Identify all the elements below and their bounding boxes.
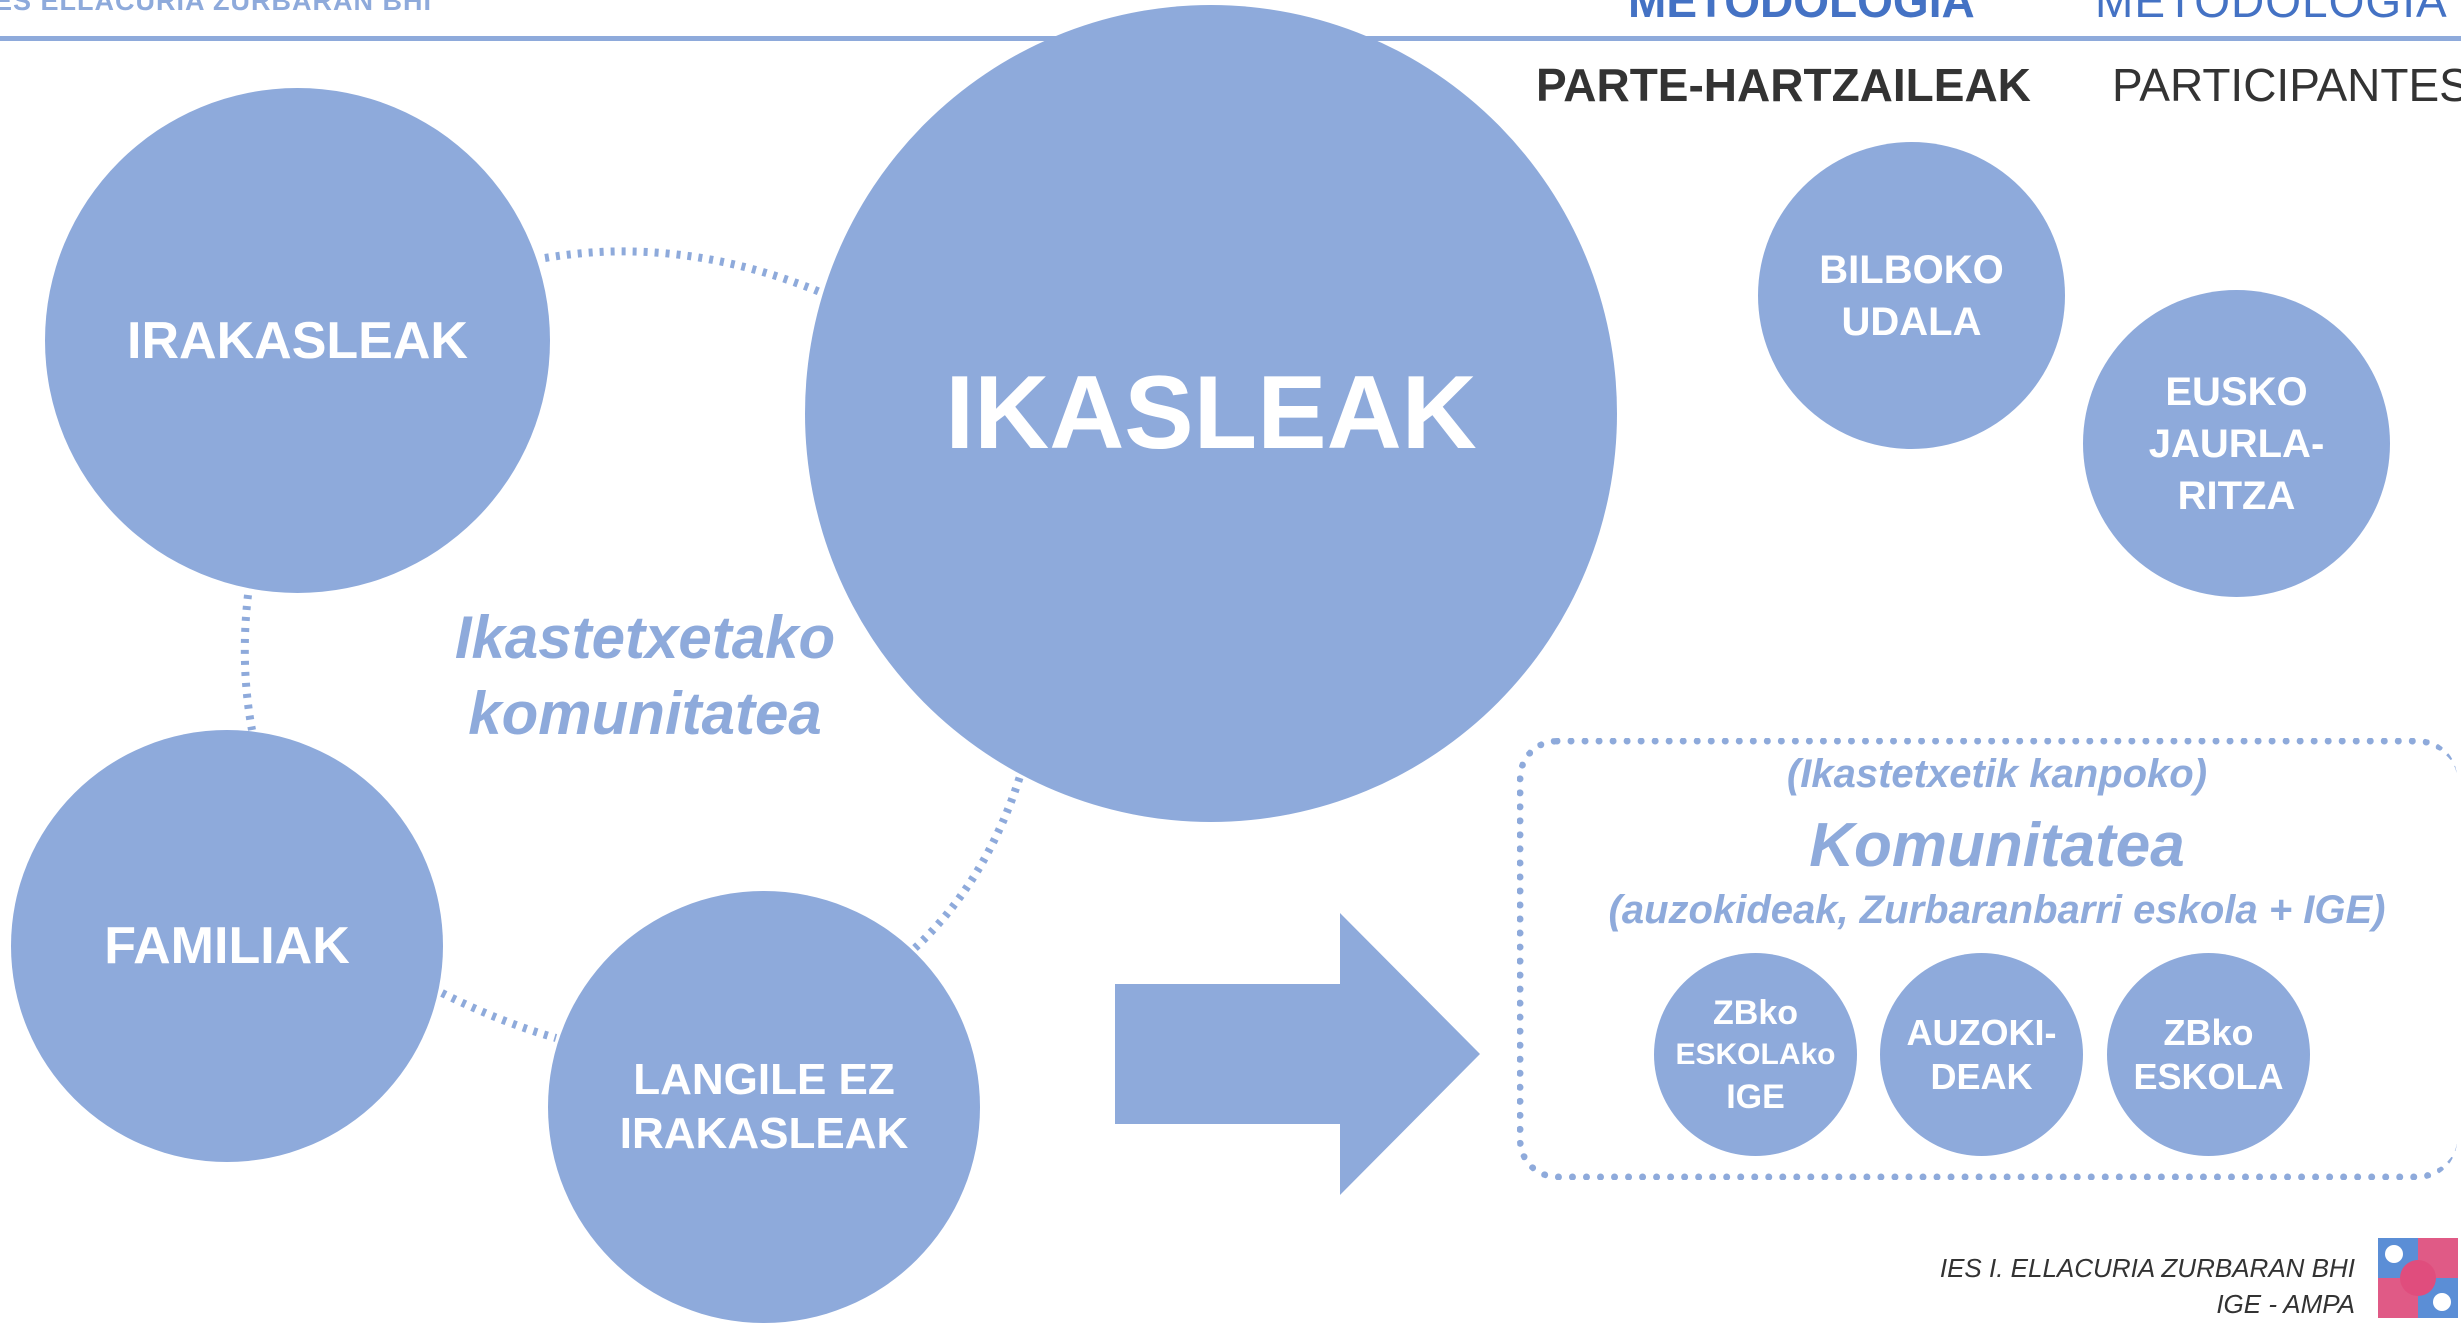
footer-line1: IES I. ELLACURIA ZURBARAN BHI (1939, 1253, 2355, 1283)
node-bilboko-line2: UDALA (1841, 299, 1982, 344)
node-eusko-line2: JAURLA- (2148, 421, 2325, 466)
footer-line2: IGE - AMPA (2216, 1289, 2355, 1319)
section-title-eu: METODOLOGIA (1628, 0, 1975, 27)
node-zbko-eskola-line2: ESKOLA (2133, 1055, 2284, 1097)
node-eusko-jaurlaritza: EUSKO JAURLA- RITZA (2083, 290, 2390, 597)
outer-community-title-line1: (Ikastetxetik kanpoko) (1786, 752, 2208, 796)
connector-irakasleak-ikasleak (544, 247, 822, 296)
outer-community-box (1517, 738, 2457, 1180)
node-zbko-eskolako-ige: ZBko ESKOLAko IGE (1654, 953, 1857, 1156)
inner-community-label: Ikastetxetako komunitatea (420, 600, 870, 752)
connector-irakasleak-familiak (240, 594, 256, 731)
node-eusko-line1: EUSKO (2165, 369, 2308, 414)
subtitle-eu: PARTE-HARTZAILEAK (1536, 59, 2031, 111)
node-auzokideak-line1: AUZOKI- (1906, 1011, 2057, 1053)
node-langile-ez-irakasleak: LANGILE EZ IRAKASLEAK (548, 891, 980, 1323)
node-langile-label-line1: LANGILE EZ (633, 1055, 895, 1104)
school-header: ES ELLACURIA ZURBARAN BHI (0, 0, 432, 16)
node-familiak-label: FAMILIAK (104, 917, 350, 975)
node-auzokideak: AUZOKI- DEAK (1880, 953, 2083, 1156)
inner-community-label-line1: Ikastetxetako (454, 604, 836, 671)
node-zbko-ige-line2: ESKOLAko (1675, 1037, 1836, 1071)
node-zbko-ige-line3: IGE (1726, 1077, 1785, 1116)
subtitle-es: PARTICIPANTES (2112, 59, 2461, 111)
node-bilboko-udala: BILBOKO UDALA (1758, 142, 2065, 449)
node-familiak: FAMILIAK (11, 730, 443, 1162)
outer-community-title-line3: (auzokideak, Zurbaranbarri eskola + IGE) (1608, 888, 2386, 932)
arrow-to-outer-community (1115, 913, 1480, 1195)
node-langile-label-line2: IRAKASLEAK (619, 1109, 909, 1158)
section-title-es: METODOLOGÍA (2095, 0, 2448, 27)
footer-credits: IES I. ELLACURIA ZURBARAN BHI IGE - AMPA (1940, 1250, 2355, 1322)
node-eusko-line3: RITZA (2177, 473, 2296, 518)
connector-familiak-langile (440, 989, 558, 1042)
node-ikasleak: IKASLEAK (805, 5, 1617, 822)
connector-langile-ikasleak (912, 768, 1026, 951)
node-zbko-ige-line1: ZBko (1713, 993, 1798, 1032)
node-zbko-eskola-line1: ZBko (2163, 1011, 2254, 1053)
node-irakasleak-label: IRAKASLEAK (127, 311, 468, 370)
node-bilboko-line1: BILBOKO (1819, 247, 2004, 292)
node-zbko-eskola: ZBko ESKOLA (2107, 953, 2310, 1156)
node-ikasleak-label: IKASLEAK (945, 355, 1477, 471)
outer-community-title-line2: Komunitatea (1809, 811, 2185, 880)
ampa-logo (2378, 1238, 2458, 1318)
node-auzokideak-line2: DEAK (1930, 1055, 2033, 1097)
inner-community-label-line2: komunitatea (468, 680, 822, 747)
node-irakasleak: IRAKASLEAK (45, 88, 550, 593)
